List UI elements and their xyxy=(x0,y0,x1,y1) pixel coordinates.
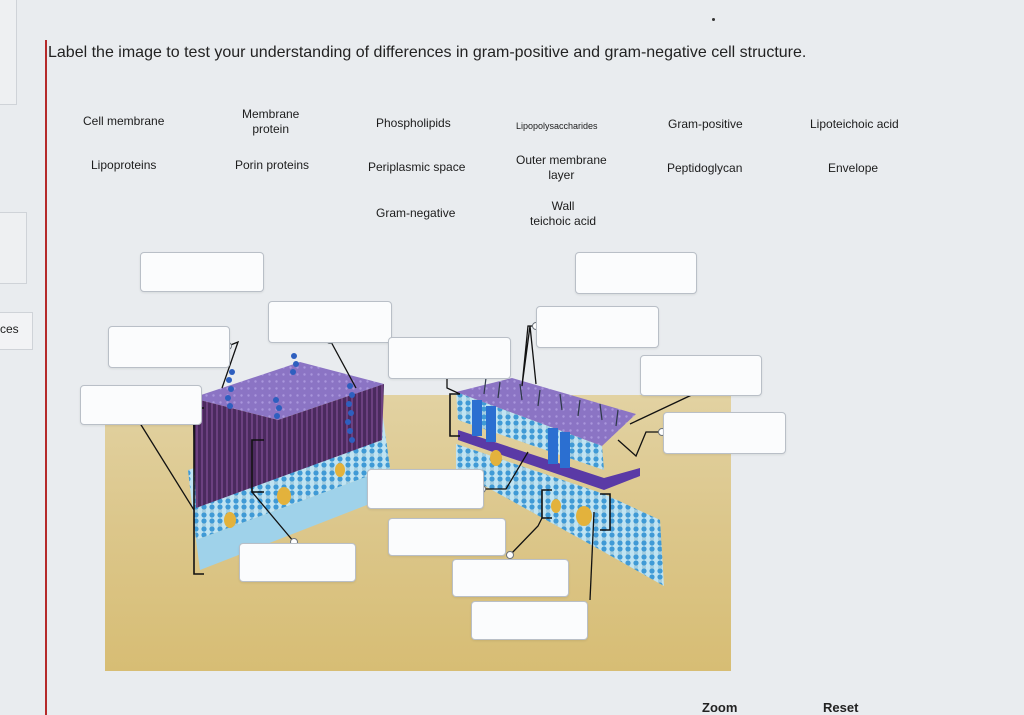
term-lipoteichoic-acid[interactable]: Lipoteichoic acid xyxy=(810,117,899,131)
term-cell-membrane[interactable]: Cell membrane xyxy=(83,114,165,128)
gram-positive-peptidoglycan-side xyxy=(192,384,384,508)
drop-zone-6[interactable] xyxy=(388,337,511,379)
left-panel-top xyxy=(0,0,17,105)
drop-zone-11[interactable] xyxy=(388,518,506,556)
drop-zone-4[interactable] xyxy=(536,306,659,348)
left-panel-mid xyxy=(0,212,27,284)
drop-zone-5[interactable] xyxy=(108,326,230,368)
zoom-button[interactable]: Zoom xyxy=(702,700,738,715)
dot-mark xyxy=(712,18,715,21)
drop-zone-14[interactable] xyxy=(471,601,588,640)
reset-button[interactable]: Reset xyxy=(823,700,859,715)
accent-rule xyxy=(45,40,47,715)
drop-zone-1[interactable] xyxy=(140,252,264,292)
teichoic-acid-chains xyxy=(225,353,355,443)
drop-zone-8[interactable] xyxy=(80,385,202,425)
term-peptidoglycan[interactable]: Peptidoglycan xyxy=(667,161,743,175)
side-tab-label: ces xyxy=(0,322,19,336)
gram-positive-peptidoglycan-top xyxy=(192,362,384,420)
gram-negative-inner-membrane xyxy=(456,444,664,586)
gram-negative-outer-top xyxy=(456,378,636,446)
drop-zone-13[interactable] xyxy=(452,559,569,597)
term-lipoproteins[interactable]: Lipoproteins xyxy=(91,158,157,172)
term-lipopolysaccharides[interactable]: Lipopolysaccharides xyxy=(516,121,598,131)
term-envelope[interactable]: Envelope xyxy=(828,161,879,175)
drop-zone-12[interactable] xyxy=(239,543,356,582)
term-phospholipids[interactable]: Phospholipids xyxy=(376,116,451,130)
drop-zone-7[interactable] xyxy=(640,355,762,396)
term-gram-positive[interactable]: Gram-positive xyxy=(668,117,743,131)
term-porin-proteins[interactable]: Porin proteins xyxy=(235,158,310,172)
side-tab[interactable]: ces xyxy=(0,312,33,350)
drop-zone-2[interactable] xyxy=(575,252,697,294)
term-periplasmic-space[interactable]: Periplasmic space xyxy=(368,160,466,174)
term-gram-negative[interactable]: Gram-negative xyxy=(376,206,456,220)
drop-zone-3[interactable] xyxy=(268,301,392,343)
drop-zone-9[interactable] xyxy=(663,412,786,454)
question-title: Label the image to test your understandi… xyxy=(48,44,807,61)
drop-zone-10[interactable] xyxy=(367,469,484,509)
